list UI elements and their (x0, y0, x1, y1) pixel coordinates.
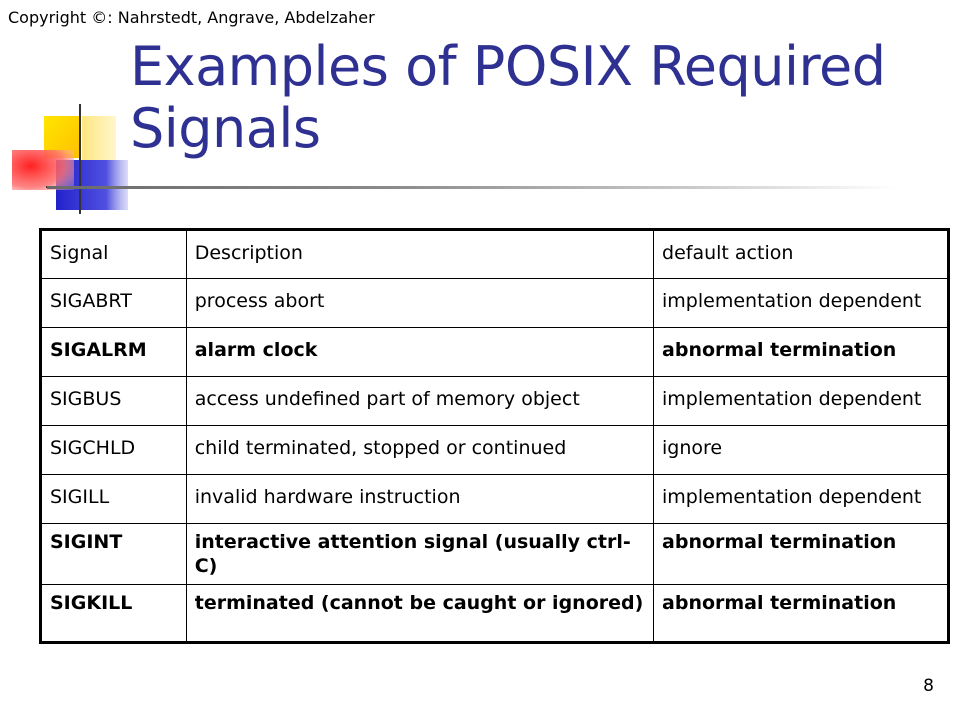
header-cell-signal: Signal (40, 229, 187, 279)
title-underline (47, 186, 897, 189)
table-header-row: Signal Description default action (40, 229, 949, 279)
description-cell: process abort (185, 278, 655, 328)
description-cell: terminated (cannot be caught or ignored) (185, 584, 655, 643)
signal-cell: SIGCHLD (40, 425, 187, 475)
signal-cell: SIGABRT (40, 278, 187, 328)
action-cell: implementation dependent (653, 278, 949, 328)
signal-cell: SIGBUS (40, 376, 187, 426)
signal-cell: SIGILL (40, 474, 187, 524)
table-row: SIGALRM alarm clock abnormal termination (40, 327, 949, 377)
description-cell: invalid hardware instruction (185, 474, 655, 524)
table-row: SIGILL invalid hardware instruction impl… (40, 474, 949, 524)
copyright-notice: Copyright ©: Nahrstedt, Angrave, Abdelza… (8, 8, 375, 27)
decorative-squares-graphic (12, 104, 130, 214)
signal-cell: SIGALRM (40, 327, 187, 377)
header-cell-description: Description (185, 229, 655, 279)
signal-cell: SIGINT (40, 523, 187, 585)
table-row: SIGINT interactive attention signal (usu… (40, 523, 949, 585)
header-cell-default-action: default action (653, 229, 949, 279)
action-cell: abnormal termination (653, 523, 949, 585)
action-cell: abnormal termination (653, 327, 949, 377)
table-row: SIGKILL terminated (cannot be caught or … (40, 584, 949, 643)
signal-cell: SIGKILL (40, 584, 187, 643)
table-row: SIGBUS access undefined part of memory o… (40, 376, 949, 426)
signals-table: Signal Description default action SIGABR… (39, 228, 950, 644)
red-square (12, 150, 74, 190)
table-row: SIGCHLD child terminated, stopped or con… (40, 425, 949, 475)
yellow-light-square (82, 116, 116, 160)
description-cell: child terminated, stopped or continued (185, 425, 655, 475)
slide-title: Examples of POSIX Required Signals (130, 35, 886, 160)
action-cell: abnormal termination (653, 584, 949, 643)
description-cell: alarm clock (185, 327, 655, 377)
action-cell: implementation dependent (653, 474, 949, 524)
action-cell: ignore (653, 425, 949, 475)
description-cell: access undefined part of memory object (185, 376, 655, 426)
description-cell: interactive attention signal (usually ct… (185, 523, 655, 585)
table-row: SIGABRT process abort implementation dep… (40, 278, 949, 328)
action-cell: implementation dependent (653, 376, 949, 426)
page-number: 8 (923, 676, 934, 696)
